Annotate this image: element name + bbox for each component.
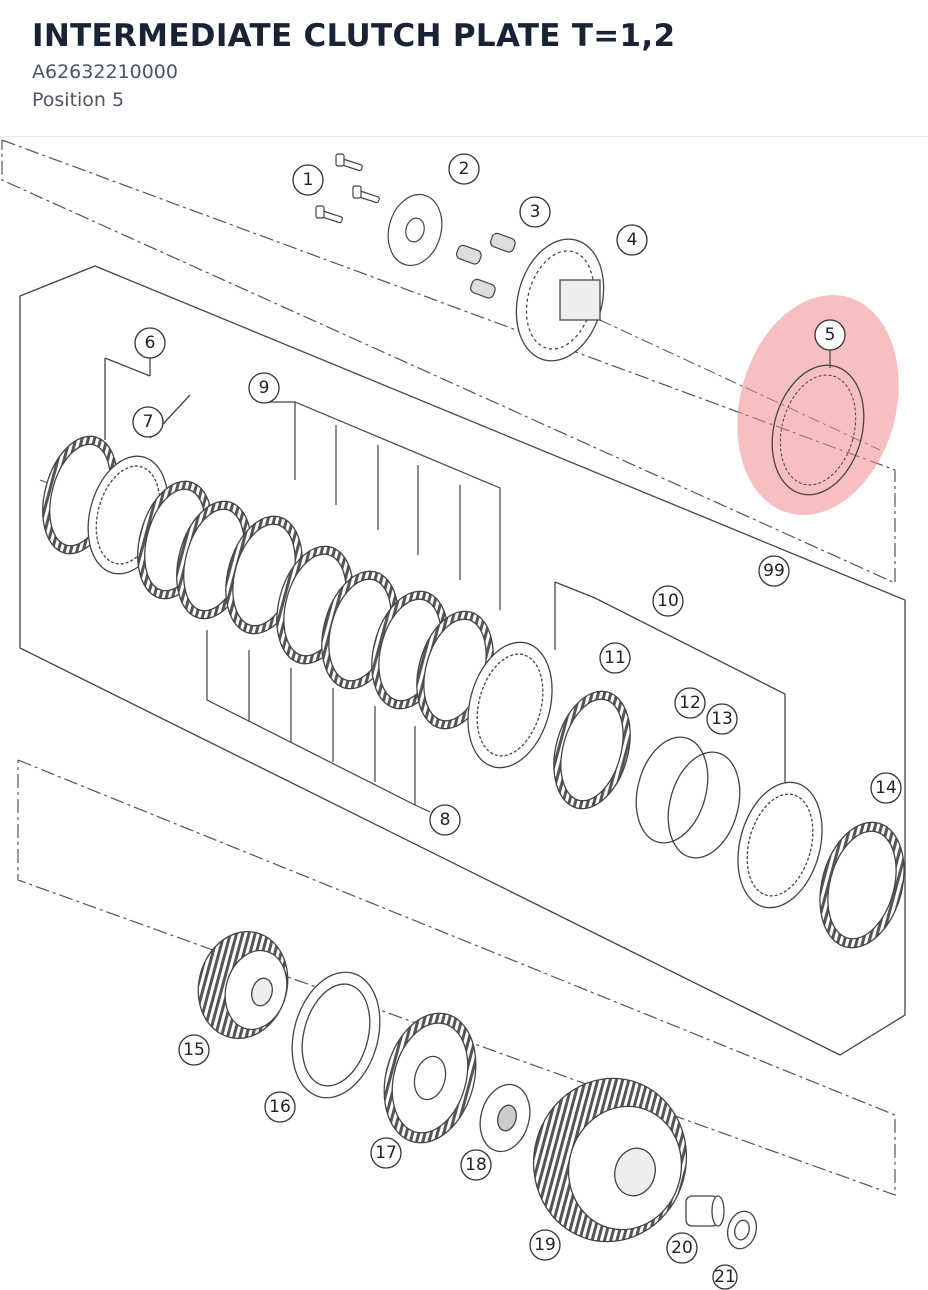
clutch-plate-5 [771,364,865,496]
washer-18 [479,1083,531,1153]
callout-21[interactable]: 21 [712,1264,738,1290]
svg-text:21: 21 [714,1267,736,1287]
svg-text:13: 13 [711,709,733,729]
svg-text:6: 6 [145,333,156,353]
svg-text:1: 1 [303,170,314,190]
clutch-plate-5-inner [779,374,857,486]
svg-text:20: 20 [671,1238,693,1258]
part-header: INTERMEDIATE CLUTCH PLATE T=1,2 A6263221… [32,14,912,114]
svg-text:9: 9 [259,378,270,398]
svg-text:3: 3 [530,202,541,222]
boundary-upper [1,139,896,584]
part-title: INTERMEDIATE CLUTCH PLATE T=1,2 [32,18,676,54]
callout-14[interactable]: 14 [870,772,902,804]
bracket-8 [206,630,431,813]
callout-7[interactable]: 7 [132,406,164,438]
svg-text:12: 12 [679,693,701,713]
callout-18[interactable]: 18 [460,1149,492,1181]
callout-17[interactable]: 17 [370,1137,402,1169]
svg-text:10: 10 [657,591,679,611]
callout-11[interactable]: 11 [599,642,631,674]
callout-13[interactable]: 13 [706,703,738,735]
svg-text:5: 5 [825,325,836,345]
svg-text:7: 7 [143,412,154,432]
callout-20[interactable]: 20 [666,1232,698,1264]
assembly-boundaries [1,139,896,1196]
part-number: A62632210000 [32,61,178,83]
basket-19 [532,1077,688,1243]
frame-99 [19,265,906,1056]
callout-10[interactable]: 10 [652,585,684,617]
svg-text:4: 4 [627,230,638,250]
header-divider [0,136,928,137]
callout-5[interactable]: 5 [814,319,846,351]
svg-text:2: 2 [459,159,470,179]
pressure-plate [515,238,605,362]
springs [456,232,516,299]
bolts [315,153,380,224]
callout-4[interactable]: 4 [616,224,648,256]
callouts: 1 2 3 4 5 6 7 8 9 10 11 12 13 14 15 16 1… [132,153,902,1290]
bracket-6-top [104,357,151,377]
callout-6[interactable]: 6 [134,327,166,359]
washer-plate [387,193,443,267]
part-position: Position 5 [32,89,125,111]
plate-stack [42,435,905,949]
hub-15 [197,930,289,1040]
bushing-20 [685,1195,725,1227]
svg-text:18: 18 [465,1155,487,1175]
plate-17 [383,1012,477,1144]
exploded-diagram: 1 2 3 4 5 6 7 8 9 10 11 12 13 14 15 16 1… [1,139,906,1290]
svg-text:14: 14 [875,778,897,798]
bracket-9 [265,401,501,610]
washer-21 [726,1210,758,1250]
frame-10 [554,581,786,800]
callout-19[interactable]: 19 [529,1229,561,1261]
highlight-part-5 [737,294,899,516]
callout-9[interactable]: 9 [248,372,280,404]
callout-2[interactable]: 2 [448,153,480,185]
callout-3[interactable]: 3 [519,196,551,228]
plate-16 [291,971,381,1099]
highlight-blob [737,294,899,516]
svg-text:17: 17 [375,1143,397,1163]
svg-text:8: 8 [440,810,451,830]
callout-12[interactable]: 12 [674,687,706,719]
callout-8[interactable]: 8 [429,804,461,836]
callout-1[interactable]: 1 [292,164,324,196]
svg-text:15: 15 [183,1040,205,1060]
callout-16[interactable]: 16 [264,1091,296,1123]
svg-text:16: 16 [269,1097,291,1117]
svg-text:11: 11 [604,648,626,668]
svg-text:99: 99 [763,561,785,581]
callout-99[interactable]: 99 [758,555,790,587]
callout-15[interactable]: 15 [178,1034,210,1066]
svg-text:19: 19 [534,1235,556,1255]
boundary-lower [17,759,896,1196]
